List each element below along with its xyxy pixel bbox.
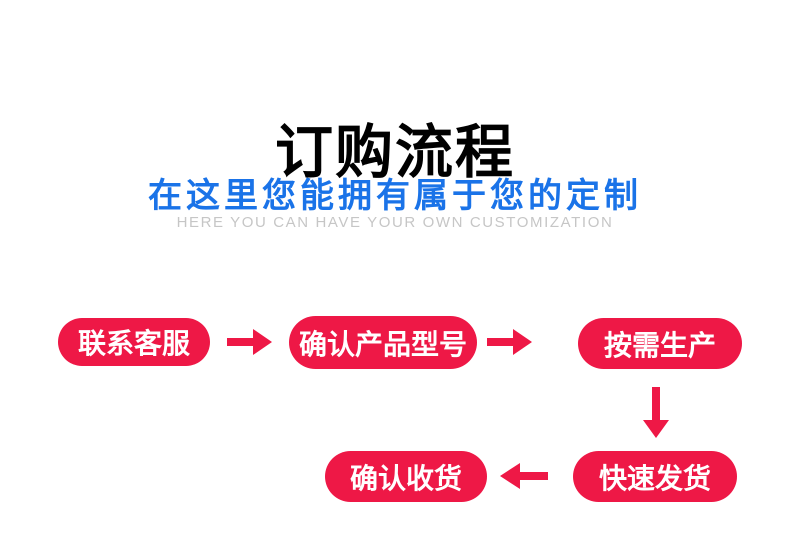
flow-step-contact-service: 联系客服 [58, 318, 210, 366]
page-title: 订购流程 [274, 119, 515, 185]
flow-step-confirm-model: 确认产品型号 [289, 316, 477, 369]
arrow-down-icon [643, 387, 669, 438]
flow-step-label: 快速发货 [598, 462, 711, 494]
flow-step-fast-shipping: 快速发货 [573, 451, 737, 502]
arrow-left-icon [500, 463, 548, 489]
flow-step-label: 确认产品型号 [298, 328, 467, 360]
arrow-right-icon [227, 329, 272, 355]
flow-step-label: 联系客服 [77, 328, 190, 359]
arrow-right-icon [487, 329, 532, 355]
flow-step-confirm-receipt: 确认收货 [325, 451, 487, 502]
subtitle-english: HERE YOU CAN HAVE YOUR OWN CUSTOMIZATION [176, 214, 614, 231]
subtitle-chinese: 在这里您能拥有属于您的定制 [148, 177, 642, 215]
flow-step-label: 确认收货 [349, 462, 462, 494]
flow-step-produce-on-demand: 按需生产 [578, 318, 742, 369]
flow-step-label: 按需生产 [603, 329, 716, 361]
